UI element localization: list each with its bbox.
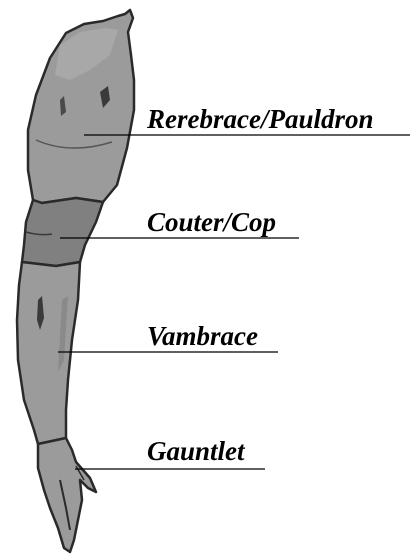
- vambrace-label: Vambrace: [147, 321, 258, 351]
- couter-cop-label: Couter/Cop: [147, 207, 276, 237]
- couter-cop-piece: [22, 198, 103, 266]
- rerebrace-pauldron-label: Rerebrace/Pauldron: [147, 104, 374, 134]
- gauntlet-piece: [38, 438, 96, 552]
- vambrace-piece: [17, 262, 80, 444]
- gauntlet-label: Gauntlet: [147, 436, 245, 466]
